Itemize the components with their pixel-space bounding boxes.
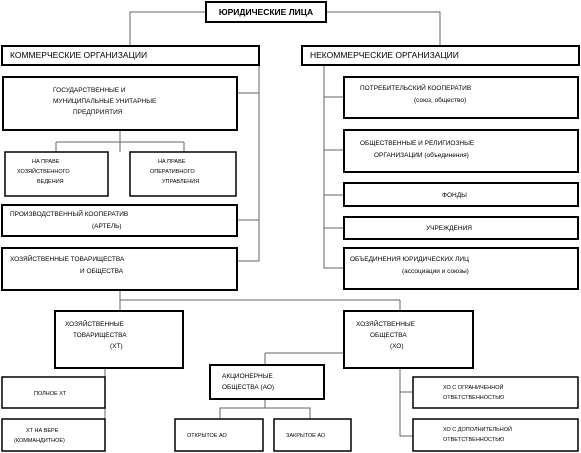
node-partnerships: ХОЗЯЙСТВЕННЫЕ ТОВАРИЩЕСТВА (ХТ) <box>54 310 184 369</box>
node-label: ОБЩЕСТВЕННЫЕ И РЕЛИГИОЗНЫЕ <box>360 140 475 147</box>
node-unitary: ГОСУДАРСТВЕННЫЕ И МУНИЦИПАЛЬНЫЕ УНИТАРНЫЕ… <box>2 76 238 131</box>
node-box <box>343 182 579 207</box>
node-label: НЕКОММЕРЧЕСКИЕ ОРГАНИЗАЦИИ <box>310 50 459 60</box>
node-box <box>343 216 579 240</box>
node-label: ГОСУДАРСТВЕННЫЕ И <box>53 87 126 94</box>
node-box <box>54 310 184 369</box>
node-box <box>174 418 264 452</box>
node-box <box>1 204 238 237</box>
connector-line <box>326 11 441 46</box>
node-partnerships-companies: ХОЗЯЙСТВЕННЫЕ ТОВАРИЩЕСТВА И ОБЩЕСТВА <box>1 247 238 291</box>
node-label: ХОЗЯЙСТВЕННЫЕ <box>65 319 125 328</box>
node-label: И ОБЩЕСТВА <box>80 268 124 275</box>
node-funds: ФОНДЫ <box>343 182 579 207</box>
node-open-jsc: ОТКРЫТОЕ АО <box>174 418 264 452</box>
node-label: УЧРЕЖДЕНИЯ <box>426 225 472 232</box>
node-box <box>412 376 579 409</box>
node-box <box>1 418 106 452</box>
node-label: ЮРИДИЧЕСКИЕ ЛИЦА <box>219 7 313 17</box>
node-root: ЮРИДИЧЕСКИЕ ЛИЦА <box>205 1 327 23</box>
node-box <box>1 247 238 291</box>
node-label: ОРГАНИЗАЦИИ (объединения) <box>374 151 469 159</box>
node-label: ХТ НА ВЕРЕ <box>26 428 59 434</box>
node-box <box>205 1 327 23</box>
node-label: УПРАВЛЕНИЯ <box>162 179 199 185</box>
node-label: ЗАКРЫТОЕ АО <box>286 433 326 439</box>
node-llc: ХО С ОГРАНИЧЕННОЙ ОТВЕТСТВЕННОСТЬЮ <box>412 376 579 409</box>
node-production-coop: ПРОИЗВОДСТВЕННЫЙ КООПЕРАТИВ (АРТЕЛЬ) <box>1 204 238 237</box>
connector-line <box>237 55 260 262</box>
node-label: ФОНДЫ <box>442 192 467 199</box>
node-box <box>343 247 579 290</box>
node-box <box>301 45 580 66</box>
node-box <box>4 151 109 197</box>
node-limited-partnership: ХТ НА ВЕРЕ (КОММАНДИТНОЕ) <box>1 418 106 452</box>
node-label: НА ПРАВЕ <box>32 159 60 165</box>
node-label: (ХТ) <box>110 343 123 350</box>
node-consumer-coop: ПОТРЕБИТЕЛЬСКИЙ КООПЕРАТИВ (союз, обществ… <box>343 76 579 119</box>
node-box <box>412 418 579 452</box>
connector-line <box>129 11 206 46</box>
node-label: (союз, общество) <box>414 96 466 104</box>
node-label: ПОЛНОЕ ХТ <box>34 391 67 397</box>
node-public-religious: ОБЩЕСТВЕННЫЕ И РЕЛИГИОЗНЫЕ ОРГАНИЗАЦИИ (о… <box>343 129 579 173</box>
node-label: (АРТЕЛЬ) <box>92 223 122 230</box>
node-label: ХОЗЯЙСТВЕННЫЕ ТОВАРИЩЕСТВА <box>10 254 125 263</box>
node-label: ПОТРЕБИТЕЛЬСКИЙ КООПЕРАТИВ <box>360 83 471 92</box>
node-label: (ассоциации и союзы) <box>402 268 469 275</box>
node-label: ХОЗЯЙСТВЕННОГО <box>17 167 70 175</box>
node-label: (ХО) <box>390 343 404 350</box>
node-commercial: КОММЕРЧЕСКИЕ ОРГАНИЗАЦИИ <box>1 45 260 66</box>
connector-line <box>399 368 413 437</box>
node-label: ХО С ОГРАНИЧЕННОЙ <box>443 383 503 391</box>
node-label: НА ПРАВЕ <box>158 159 186 165</box>
node-box <box>1 376 106 409</box>
node-label: ПРЕДПРИЯТИЯ <box>73 109 123 116</box>
node-box <box>129 151 237 197</box>
node-label: ТОВАРИЩЕСТВА <box>73 332 127 339</box>
node-economic-mgmt: НА ПРАВЕ ХОЗЯЙСТВЕННОГО ВЕДЕНИЯ <box>4 151 109 197</box>
connector-line <box>323 65 344 269</box>
node-label: (КОММАНДИТНОЕ) <box>14 438 65 444</box>
node-label: АКЦИОНЕРНЫЕ <box>222 373 273 380</box>
node-joint-stock: АКЦИОНЕРНЫЕ ОБЩЕСТВА (АО) <box>209 364 325 400</box>
node-full-partnership: ПОЛНОЕ ХТ <box>1 376 106 409</box>
node-box <box>343 310 474 369</box>
node-box <box>2 76 238 131</box>
node-operative-mgmt: НА ПРАВЕ ОПЕРАТИВНОГО УПРАВЛЕНИЯ <box>129 151 237 197</box>
node-institutions: УЧРЕЖДЕНИЯ <box>343 216 579 240</box>
node-box <box>1 45 260 66</box>
node-associations: ОБЪЕДИНЕНИЯ ЮРИДИЧЕСКИХ ЛИЦ (ассоциации и… <box>343 247 579 290</box>
node-box <box>273 418 352 452</box>
node-label: ОПЕРАТИВНОГО <box>150 169 195 175</box>
connector-line <box>265 407 311 419</box>
node-label: ОТВЕТСТВЕННОСТЬЮ <box>443 437 505 443</box>
node-label: ОБЩЕСТВА <box>370 332 407 339</box>
node-box <box>343 129 579 173</box>
node-label: ОБЩЕСТВА (АО) <box>222 384 274 391</box>
node-box <box>343 76 579 119</box>
node-closed-jsc: ЗАКРЫТОЕ АО <box>273 418 352 452</box>
node-label: ХОЗЯЙСТВЕННЫЕ <box>356 319 416 328</box>
node-label: ПРОИЗВОДСТВЕННЫЙ КООПЕРАТИВ <box>10 209 128 218</box>
node-label: ОТКРЫТОЕ АО <box>187 433 228 439</box>
node-companies: ХОЗЯЙСТВЕННЫЕ ОБЩЕСТВА (ХО) <box>343 310 474 369</box>
node-label: ВЕДЕНИЯ <box>37 179 64 185</box>
node-label: ОБЪЕДИНЕНИЯ ЮРИДИЧЕСКИХ ЛИЦ <box>350 256 469 263</box>
node-alc: ХО С ДОПОЛНИТЕЛЬНОЙ ОТВЕТСТВЕННОСТЬЮ <box>412 418 579 452</box>
node-noncommercial: НЕКОММЕРЧЕСКИЕ ОРГАНИЗАЦИИ <box>301 45 580 66</box>
connector-lines <box>55 11 441 437</box>
node-label: ХО С ДОПОЛНИТЕЛЬНОЙ <box>443 425 512 433</box>
node-label: МУНИЦИПАЛЬНЫЕ УНИТАРНЫЕ <box>53 98 157 105</box>
node-label: ОТВЕТСТВЕННОСТЬЮ <box>443 395 505 401</box>
node-box <box>209 364 325 400</box>
connector-line <box>219 399 266 419</box>
node-label: КОММЕРЧЕСКИЕ ОРГАНИЗАЦИИ <box>10 50 147 60</box>
